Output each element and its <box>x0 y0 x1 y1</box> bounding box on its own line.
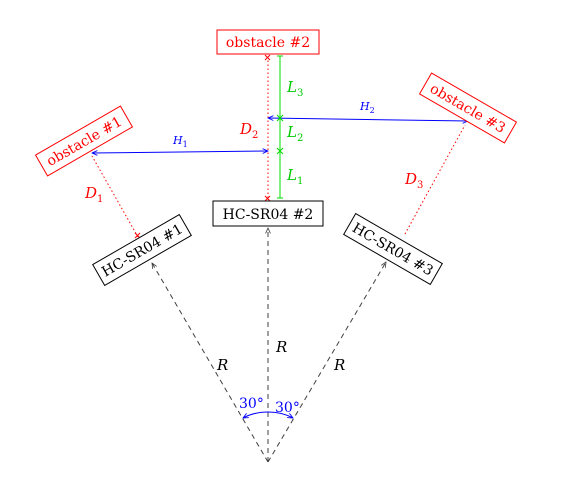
segment-label-1: L1 <box>286 166 303 187</box>
radius-line-3 <box>267 262 386 463</box>
radius-line-1 <box>152 263 269 463</box>
obstacle-1-label: obstacle #1 <box>44 114 125 170</box>
distance-line-3 <box>404 124 466 235</box>
angle-label-left: 30° <box>239 396 264 412</box>
obstacle-1: obstacle #1 <box>34 105 134 177</box>
horizontal-label-1: H1 <box>172 134 188 149</box>
distance-label-1: D1 <box>84 184 103 205</box>
distance-markers <box>134 54 271 239</box>
horizontal-line-1 <box>92 151 268 153</box>
angle-arcs <box>243 411 293 418</box>
radius-label-1: R <box>216 356 228 374</box>
distance-label-2: D2 <box>239 120 258 141</box>
horizontal-line-2 <box>268 118 468 121</box>
distance-lines <box>91 58 466 238</box>
radius-label-3: R <box>333 356 345 374</box>
sensor-3-label: HC-SR04 #3 <box>349 220 436 279</box>
angle-label-right: 30° <box>275 400 300 416</box>
horizontal-label-2: H2 <box>359 100 375 115</box>
segment-label-3: L3 <box>286 78 303 99</box>
segment-tick-upper <box>276 114 284 122</box>
segment-tick-lower <box>276 147 284 155</box>
radius-label-2: R <box>275 338 287 356</box>
obstacle-3: obstacle #3 <box>418 72 518 144</box>
sensor-1-label: HC-SR04 #1 <box>99 221 186 280</box>
sensor-2-label: HC-SR04 #2 <box>223 207 314 223</box>
horizontal-lines <box>92 118 468 153</box>
obstacle-2-label: obstacle #2 <box>226 35 310 51</box>
sensor-1: HC-SR04 #1 <box>92 213 192 287</box>
obstacle-3-label: obstacle #3 <box>427 81 508 137</box>
radius-lines <box>152 228 386 463</box>
segment-label-2: L2 <box>286 123 303 144</box>
angle-arc-left <box>243 411 269 418</box>
sensor-2: HC-SR04 #2 <box>212 200 324 227</box>
angle-arc-right <box>267 411 293 418</box>
distance-label-3: D3 <box>404 170 423 191</box>
sensor-3: HC-SR04 #3 <box>343 212 443 286</box>
obstacle-2: obstacle #2 <box>216 29 320 55</box>
segment-lines <box>276 55 284 199</box>
